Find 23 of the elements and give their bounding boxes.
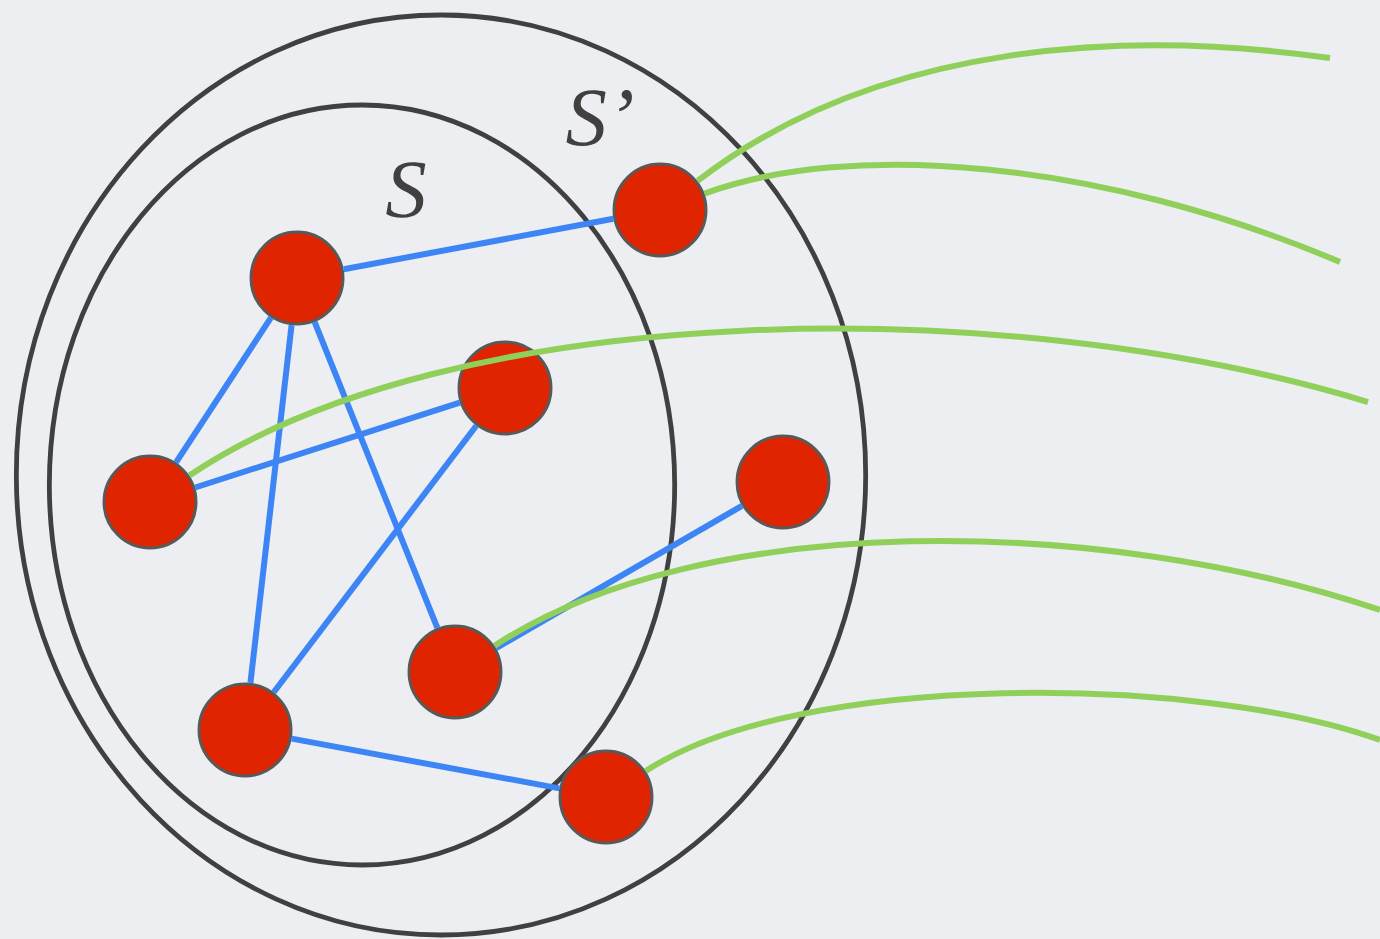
- curve: [695, 42, 1331, 184]
- set-label: S’: [566, 90, 632, 146]
- edge: [343, 215, 614, 273]
- graph-vertex: [735, 434, 831, 530]
- set-label: S: [386, 162, 426, 218]
- curve: [644, 690, 1380, 774]
- curve: [493, 538, 1380, 649]
- curve: [187, 325, 1369, 479]
- edge: [494, 503, 744, 651]
- edge: [247, 324, 295, 684]
- graph-vertex: [407, 624, 503, 720]
- edge: [271, 423, 479, 695]
- graph-vertex: [197, 682, 293, 778]
- graph-vertex: [249, 230, 345, 326]
- graph-vertex: [457, 340, 553, 436]
- graph-vertex: [558, 749, 654, 845]
- graph-vertex: [612, 162, 708, 258]
- graph-vertex: [102, 454, 198, 550]
- edge: [194, 399, 461, 491]
- edge: [291, 735, 560, 792]
- curve: [703, 161, 1342, 265]
- edge: [173, 316, 274, 464]
- edge: [311, 320, 441, 630]
